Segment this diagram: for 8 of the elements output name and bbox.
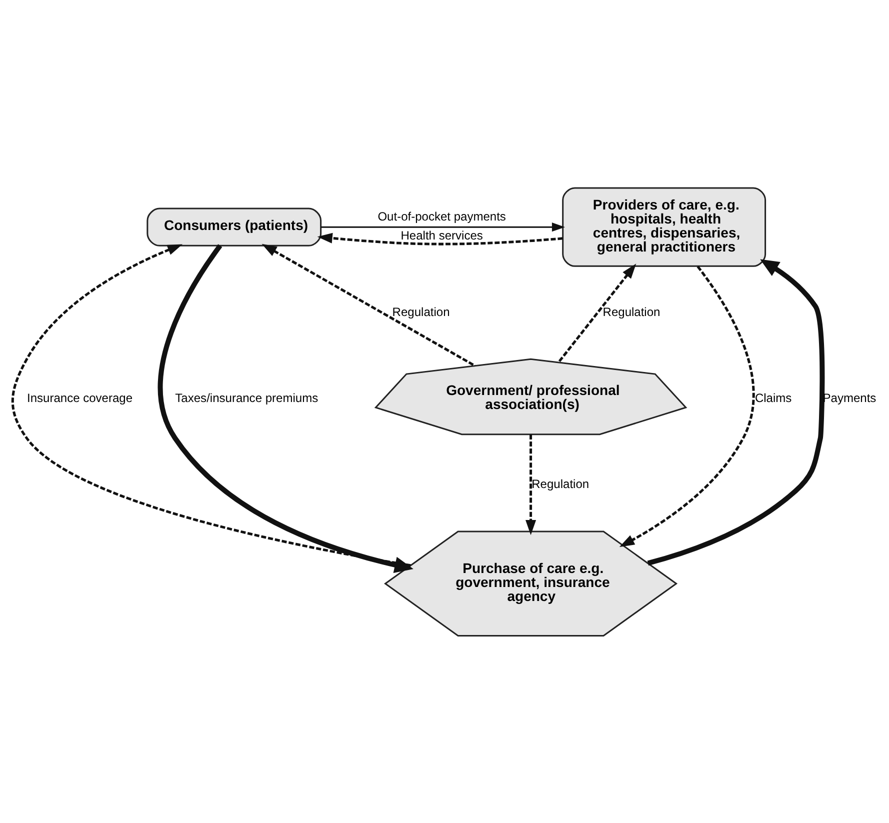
edge-label: Regulation xyxy=(532,476,590,490)
edge-label: Regulation xyxy=(602,304,660,318)
edge-label: Regulation xyxy=(392,304,450,318)
edge-label: Insurance coverage xyxy=(27,390,133,404)
edge-label: Taxes/insurance premiums xyxy=(175,390,318,404)
edge-label: Claims xyxy=(754,390,792,404)
edge-label: Out-of-pocket payments xyxy=(378,209,506,224)
edge-label: Health services xyxy=(400,228,483,242)
